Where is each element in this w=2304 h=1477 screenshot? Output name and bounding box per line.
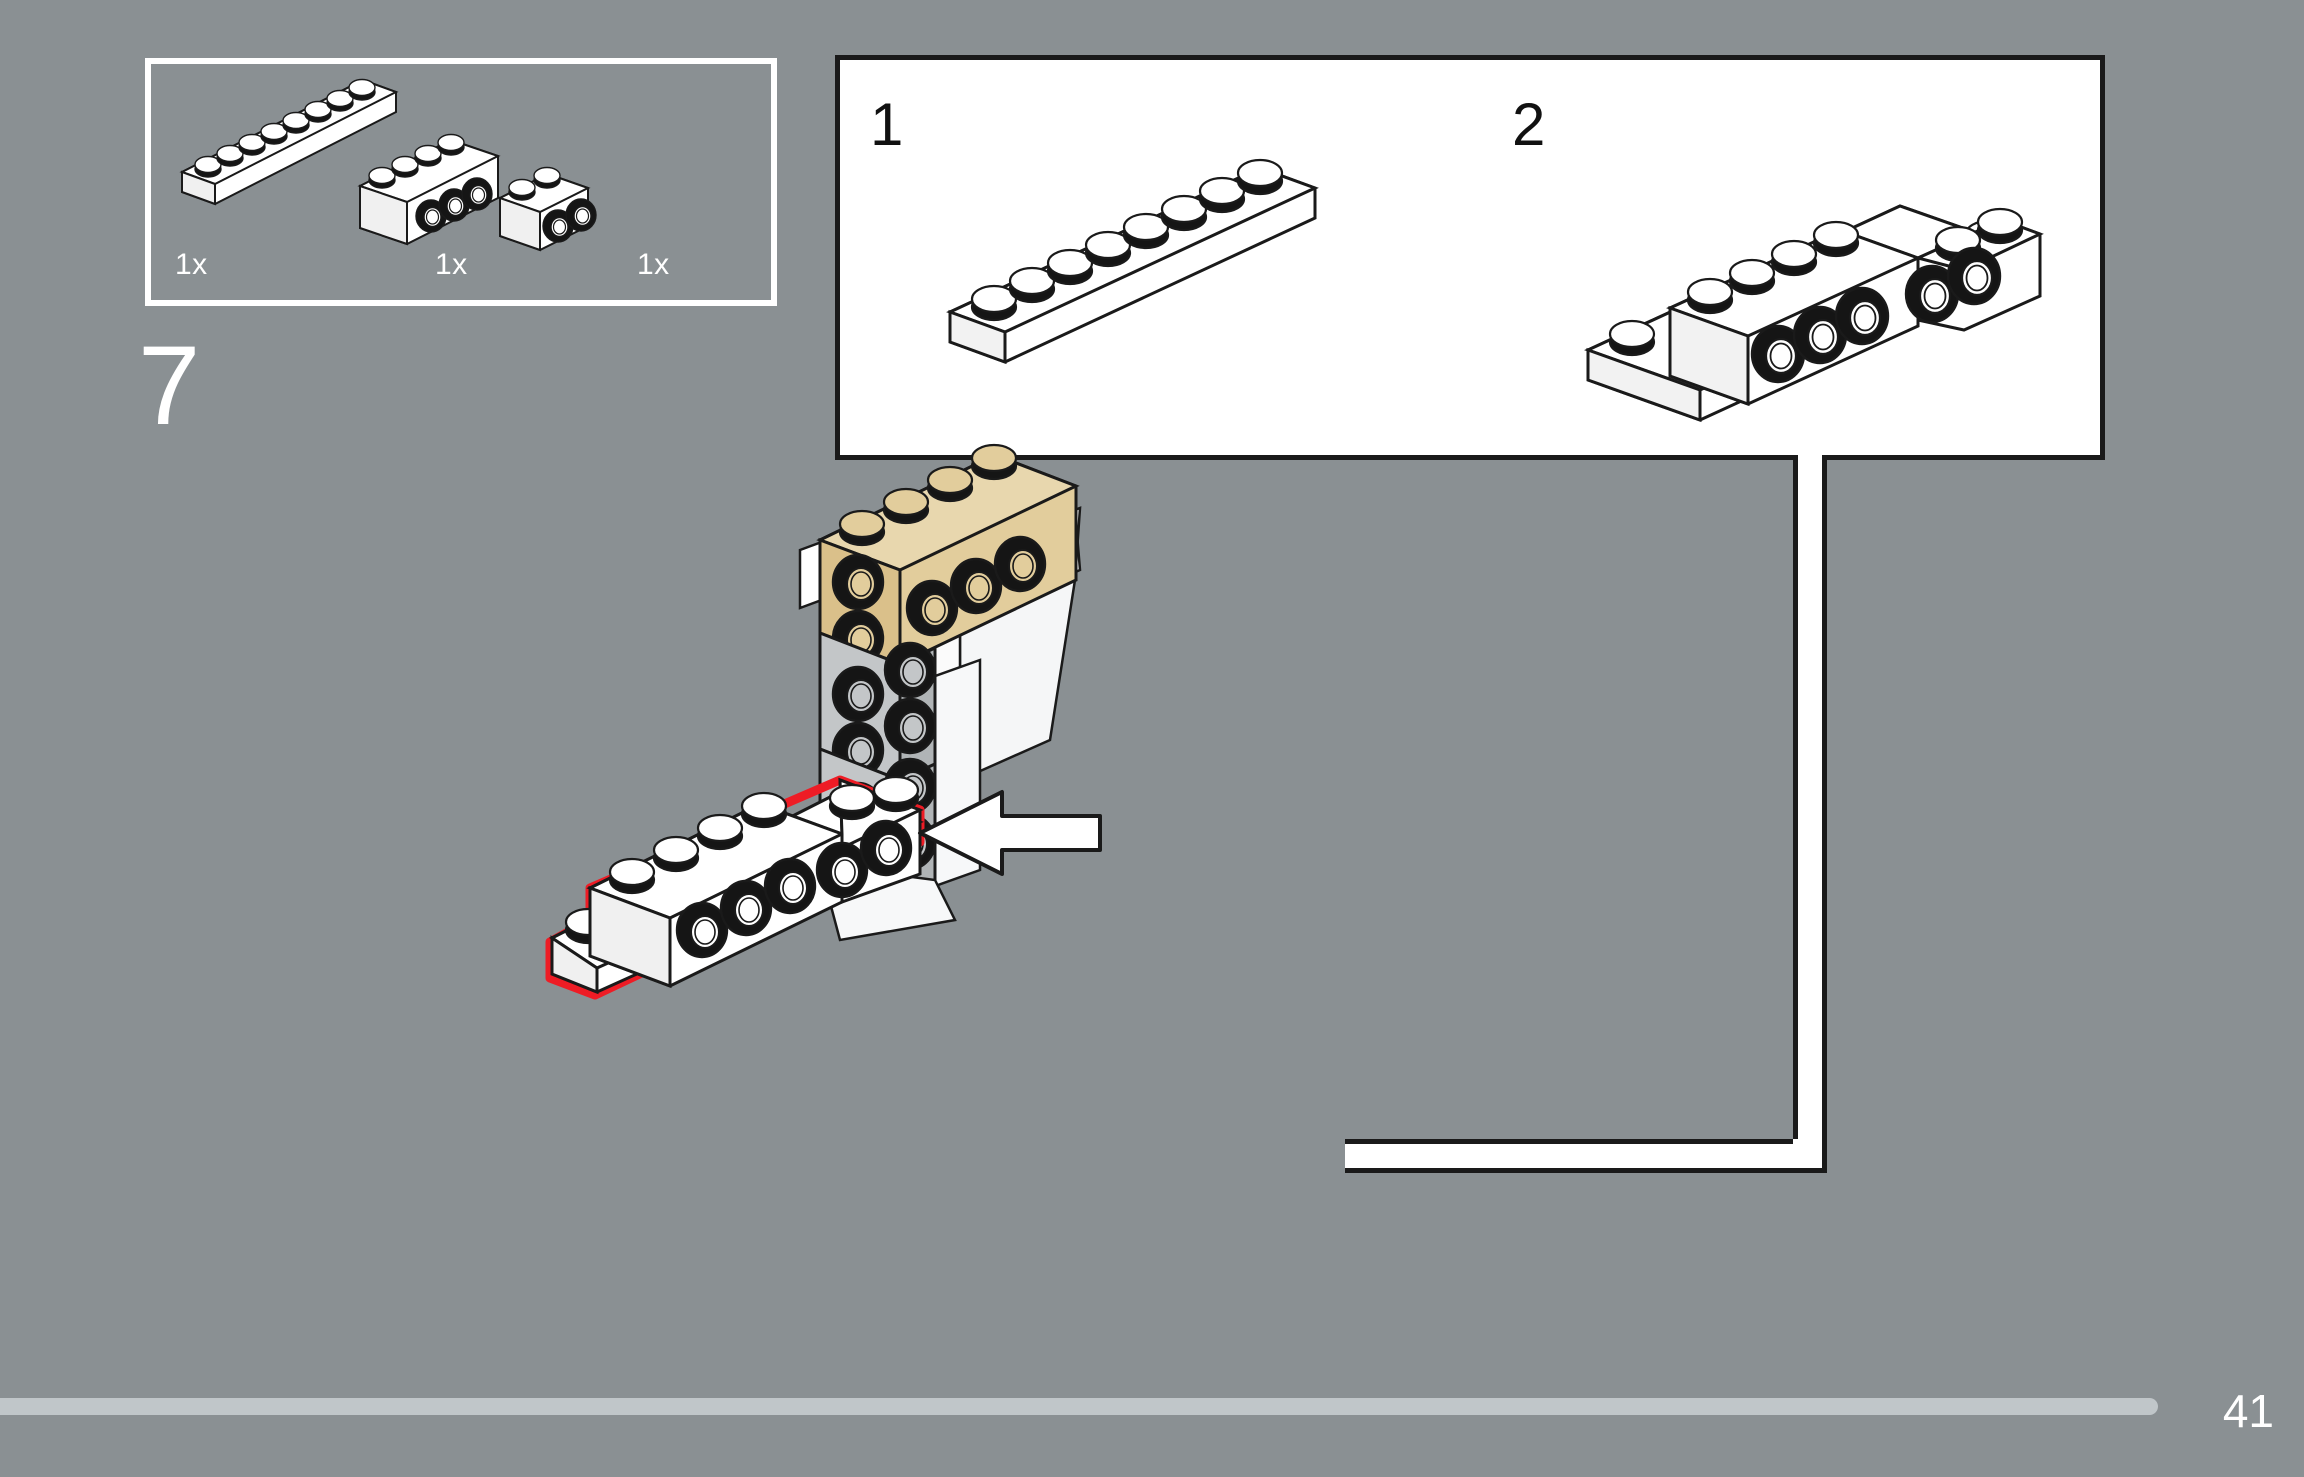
footer-divider-bar (0, 1398, 2158, 1415)
assembly-tan-technic-brick-1x4 (816, 443, 1080, 667)
step-number: 7 (138, 323, 201, 448)
assembly-gray-technic-brick-upper (818, 630, 937, 783)
substep2-technic-brick-1x4 (1666, 220, 1922, 407)
assembly-new-technic-brick-1x2 (815, 775, 924, 905)
part-technic-brick-1x2 (497, 166, 597, 252)
substep-1-illustration (946, 158, 1319, 365)
callout-connector-corner (1793, 1139, 1827, 1173)
page-number: 41 (2222, 1385, 2274, 1437)
insertion-arrow (918, 790, 1102, 876)
part-quantity-label-1: 1x (175, 248, 208, 281)
main-assembly-illustration (545, 443, 1102, 1000)
substep-label-1: 1 (870, 91, 904, 158)
parts-inventory-box (145, 58, 777, 306)
part-plate-1x8 (179, 78, 399, 206)
part-quantity-label-2: 1x (435, 248, 468, 281)
substep2-technic-brick-1x2 (1904, 207, 2044, 332)
parts-illustrations (179, 78, 597, 252)
substep-label-2: 2 (1512, 91, 1546, 158)
substep-2-illustration (1584, 204, 2044, 423)
part-technic-brick-1x4 (357, 133, 501, 246)
part-quantity-label-3: 1x (637, 248, 670, 281)
callout-connector-vertical (1793, 455, 1827, 1173)
assembly-new-part-highlighted (545, 775, 925, 1000)
assembly-new-technic-brick-1x4 (586, 791, 846, 989)
callout-connector-horizontal (1345, 1139, 1827, 1173)
